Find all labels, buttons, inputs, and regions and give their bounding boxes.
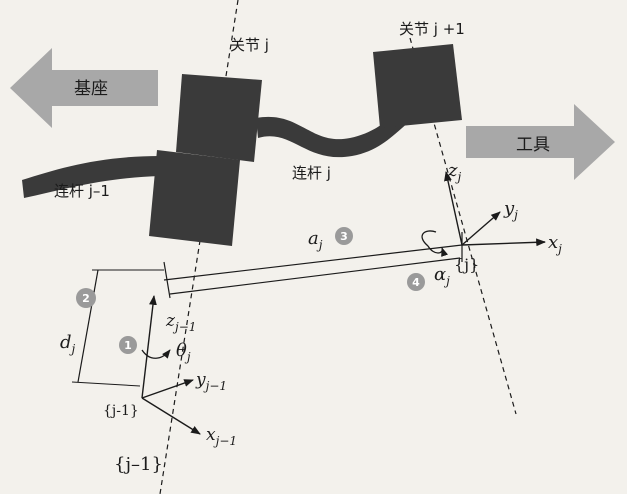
common-normal-top [163,244,463,281]
z-j-label: zj [447,160,461,184]
joint-j-label: 关节 j [230,36,269,54]
tool-arrow [466,104,615,180]
a-tick-left [163,261,171,299]
svg-text:4: 4 [412,276,420,289]
base-arrow [10,48,158,128]
svg-text:1: 1 [124,339,132,352]
z-jm1-axis [141,295,157,399]
alpha-rotation-arrow [421,230,442,253]
link-j-body [256,102,420,158]
x-j-axis [461,238,546,247]
y-jm1-axis [141,379,194,399]
frame-j-label: {j} [454,255,479,274]
d-dimension-line [77,269,99,383]
frame-jm1-small-label: {j-1} [103,403,139,419]
z-j-axis [444,171,463,246]
svg-text:2: 2 [82,292,90,305]
link-j-label: 连杆 j [292,164,331,182]
link-j-1-label: 连杆 j–1 [54,182,110,200]
y-jm1-label: yj−1 [195,370,227,393]
common-normal-bottom [169,257,461,295]
base-label: 基座 [74,79,108,99]
marker-3: 3 [335,227,353,245]
alpha-j-label: αj [434,264,450,288]
joint-j1-block [373,44,462,128]
link-j-1-body [22,156,160,198]
d-j-label: dj [60,332,76,356]
y-j-axis [461,211,501,246]
svg-text:3: 3 [340,230,348,243]
joint-j-upper-block [176,74,262,162]
theta-j-label: θj [176,340,191,364]
joint-j1-label: 关节 j +1 [399,20,465,38]
x-jm1-axis [141,397,201,435]
marker-4: 4 [407,273,425,291]
marker-2: 2 [76,288,96,308]
x-jm1-label: xj−1 [206,425,237,448]
z-jm1-label: zj−1 [165,311,196,334]
a-j-label: aj [308,228,323,252]
tool-label: 工具 [516,135,550,155]
joint-j-axis [159,0,239,494]
d-ext-bottom [71,381,141,387]
theta-rotation-arrow [141,349,171,359]
marker-1: 1 [119,336,137,354]
y-j-label: yj [503,198,518,222]
x-j-label: xj [548,232,562,256]
joint-j-lower-block [149,150,240,246]
frame-jm1-label: {j–1} [114,454,163,475]
